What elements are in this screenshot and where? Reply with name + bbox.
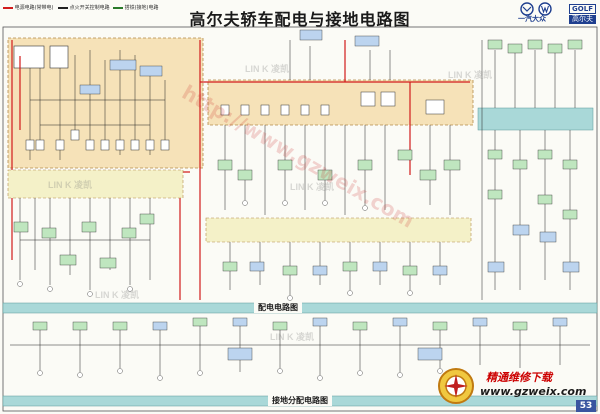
site-seal-icon [438,368,474,404]
link-tile-4: LIN K 凌凯 [290,181,334,192]
ground-distribution [10,317,590,381]
legend-swatch-power [3,6,13,9]
component-boxes-lower-left [13,213,155,269]
left-fuse-panel [7,37,204,300]
left-lower-panel [7,169,184,297]
central-components [217,149,461,276]
panel-wires [29,50,166,160]
legend-swatch-ignition [58,6,68,9]
faw-logo-icon [520,2,534,16]
legend-label-power: 电源电路(常带电) [14,5,54,11]
legend-item-ground: 搭铁(接地)电路 [113,4,159,11]
ground-wires [10,325,590,375]
lower-relay-strip [7,169,184,199]
vw-logo-icon [538,2,552,16]
lower-panel-wires [19,198,151,290]
page-title: 高尔夫轿车配电与接地电路图 [189,10,411,29]
central-wires [224,40,451,295]
ground-symbols-left [17,281,133,297]
central-blue-components [249,29,448,276]
component-boxes-upper [79,59,163,95]
link-watermark-tiles: LIN K 凌凯 LIN K 凌凯 LIN K 凌凯 LIN K 凌凯 LIN … [48,63,492,342]
link-tile-5: LIN K 凌凯 [95,289,139,300]
right-bus-strip [477,107,594,131]
legend-item-power: 电源电路(常带电) [3,4,54,11]
model-name-en: GOLF [569,4,596,14]
relay-block [49,45,69,69]
ground-components [32,317,528,331]
central-relay-strip [205,217,472,243]
ground-symbols-central [242,200,413,301]
legend-item-ignition: 点火开关控制电路 [58,4,110,11]
right-column [477,39,594,300]
brand-name: 一汽大众 [518,15,546,23]
brand-logo-box: 一汽大众 GOLF 高尔夫 [516,2,598,24]
ground-section-label: 接地分配电路图 [268,395,332,406]
right-wires [481,40,576,300]
site-url: www.gzweix.com [480,385,587,398]
site-name: 精通维修下载 [486,371,552,384]
power-section-label: 配电电路图 [254,302,302,313]
link-tile-2: LIN K 凌凯 [245,63,289,74]
battery-block [13,45,45,69]
central-fuses [220,91,445,116]
ground-blue-components [152,317,568,361]
legend-swatch-ground [113,6,123,9]
ground-terminal-icons [37,368,443,381]
fuse-row [25,129,170,151]
right-blue-components [487,224,580,273]
legend-label-ground: 搭铁(接地)电路 [124,5,159,11]
right-components [487,39,583,220]
legend-label-ignition: 点火开关控制电路 [69,5,110,11]
link-tile-1: LIN K 凌凯 [48,179,92,190]
model-name-cn: 高尔夫 [569,15,596,24]
link-tile-6: LIN K 凌凯 [270,331,314,342]
central-fuse-panel [199,29,474,301]
diagram-frame [2,26,598,412]
link-tile-3: LIN K 凌凯 [448,69,492,80]
page-number: 53 [576,400,596,412]
